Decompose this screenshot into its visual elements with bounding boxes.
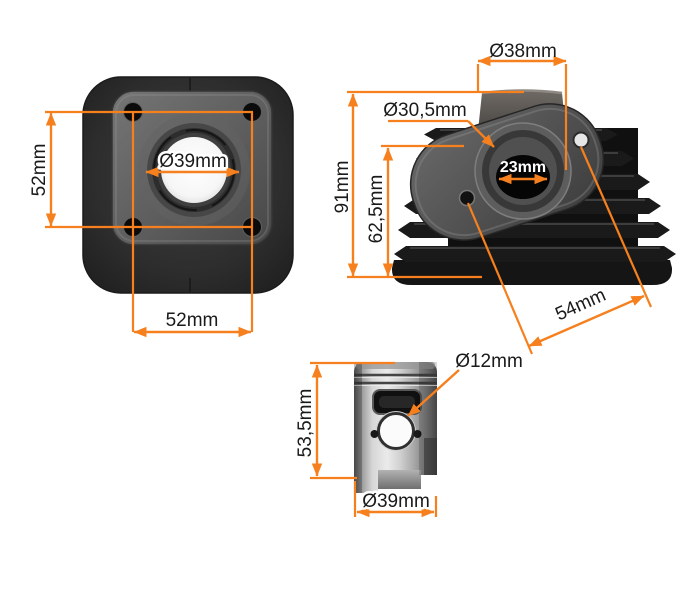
piston-height-label: 53,5mm bbox=[295, 389, 316, 458]
piston-dimensions: 53,5mm Ø12mm Ø39mm bbox=[295, 349, 525, 518]
head-flange-chamfer bbox=[115, 94, 269, 242]
head-dimensions: 52mm 52mm Ø39mm bbox=[29, 110, 254, 338]
leader-line-pin-bore bbox=[407, 369, 460, 417]
circlip-notch-right bbox=[413, 430, 422, 438]
pin-diameter-label: Ø12mm bbox=[455, 351, 523, 372]
piston-skirt-recess bbox=[378, 470, 421, 489]
wrist-pin-bore bbox=[377, 412, 415, 450]
piston-diameter-label: Ø39mm bbox=[362, 491, 430, 512]
port-width-label: 23mm bbox=[500, 159, 546, 176]
cylinder-head-figure bbox=[82, 76, 294, 294]
spigot-diameter-label: Ø38mm bbox=[489, 41, 557, 62]
piston-window-inner bbox=[379, 396, 415, 408]
stud-spacing-label: 54mm bbox=[552, 285, 609, 326]
piston-figure bbox=[354, 362, 437, 493]
head-width-label: 52mm bbox=[166, 310, 219, 331]
piston-skirt-left-leg bbox=[354, 474, 378, 493]
ext-line-stud-upper bbox=[579, 146, 653, 308]
flange-stud-hole-upper bbox=[572, 131, 590, 149]
cylinder-height-label: 91mm bbox=[332, 161, 353, 214]
flange-stud-hole-lower bbox=[458, 189, 476, 207]
cooling-fin bbox=[394, 246, 676, 262]
flange-bore-label: Ø30,5mm bbox=[383, 100, 466, 121]
circlip-notch-left bbox=[370, 430, 379, 438]
cylinder-dimensions: Ø38mm Ø30,5mm 23mm 91mm 62,5mm 54mm bbox=[332, 41, 653, 355]
head-height-label: 52mm bbox=[29, 144, 50, 197]
dim-line-stud-spacing bbox=[528, 294, 645, 348]
ext-line-stud-lower bbox=[466, 202, 534, 355]
cylinder-base-fin bbox=[391, 260, 673, 286]
piston-right-leg-shade bbox=[424, 438, 437, 475]
exhaust-height-label: 62,5mm bbox=[366, 175, 387, 244]
piston-left-shade bbox=[354, 362, 362, 493]
head-bore-label: Ø39mm bbox=[159, 151, 227, 172]
leader-line-flange-bore bbox=[467, 120, 495, 148]
